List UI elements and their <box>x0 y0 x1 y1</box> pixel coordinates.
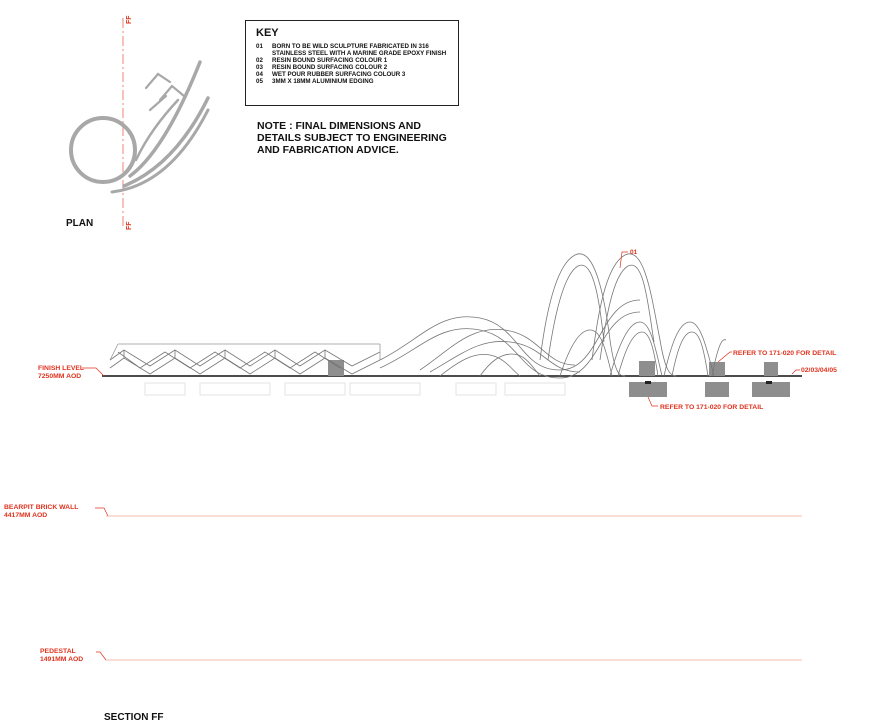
brick-wall-label: BEARPIT BRICK WALL <box>4 504 78 511</box>
key-item-number: 03 <box>256 64 263 71</box>
key-item-number: 02 <box>256 57 263 64</box>
footing-4 <box>764 362 778 376</box>
key-title: KEY <box>256 27 279 39</box>
callout-detail-upper: REFER TO 171-020 FOR DETAIL <box>733 350 836 357</box>
foundation-2 <box>705 382 729 397</box>
key-item: 01 BORN TO BE WILD SCULPTURE FABRICATED … <box>256 43 456 57</box>
key-item-text: RESIN BOUND SURFACING COLOUR 1 <box>272 57 388 64</box>
footing-1 <box>328 360 344 376</box>
key-item: 04 WET POUR RUBBER SURFACING COLOUR 3 <box>256 71 456 78</box>
key-item-number: 05 <box>256 78 263 85</box>
plan-label: PLAN <box>66 218 93 229</box>
key-item: 03 RESIN BOUND SURFACING COLOUR 2 <box>256 64 456 71</box>
key-item: 02 RESIN BOUND SURFACING COLOUR 1 <box>256 57 456 64</box>
leader-lines <box>82 251 800 661</box>
leader-detail-upper <box>717 351 732 363</box>
callout-surfacing: 02/03/04/05 <box>801 367 837 374</box>
section-title: SECTION FF <box>104 712 163 723</box>
brick-wall-value: 4417MM AOD <box>4 512 47 519</box>
foundation-marks <box>645 381 772 384</box>
leader-surfacing <box>791 369 800 375</box>
callout-sculpture: 01 <box>630 249 638 256</box>
key-item-text: BORN TO BE WILD SCULPTURE FABRICATED IN … <box>272 43 447 57</box>
key-item-text: WET POUR RUBBER SURFACING COLOUR 3 <box>272 71 406 78</box>
pedestal-value: 1491MM AOD <box>40 656 83 663</box>
section-marker-bottom: FF <box>126 221 133 230</box>
key-item-text: RESIN BOUND SURFACING COLOUR 2 <box>272 64 388 71</box>
key-item-number: 04 <box>256 71 263 78</box>
finish-level-value: 7250MM AOD <box>38 373 81 380</box>
pedestal-label: PEDESTAL <box>40 648 76 655</box>
key-item-number: 01 <box>256 43 263 50</box>
footing-3 <box>709 362 725 376</box>
sculpture-ribbons <box>109 253 727 379</box>
key-item: 05 3MM X 18MM ALUMINIUM EDGING <box>256 78 456 85</box>
plan-view: FF FF PLAN <box>66 15 210 230</box>
section-marker-top: FF <box>126 15 133 24</box>
key-item-text: 3MM X 18MM ALUMINIUM EDGING <box>272 78 374 85</box>
plan-sculpture-outline <box>69 60 210 194</box>
leader-finish-level <box>82 367 105 377</box>
engineering-note: NOTE : FINAL DIMENSIONS AND DETAILS SUBJ… <box>257 120 447 156</box>
leader-detail-lower <box>647 396 658 407</box>
leader-brick-wall <box>95 507 109 517</box>
foundation-1 <box>629 382 667 397</box>
key-list: 01 BORN TO BE WILD SCULPTURE FABRICATED … <box>256 43 456 85</box>
below-ground-ghost <box>144 382 566 396</box>
footing-2 <box>639 361 655 376</box>
finish-level-label: FINISH LEVEL <box>38 365 84 372</box>
footings <box>328 360 790 397</box>
callout-detail-lower: REFER TO 171-020 FOR DETAIL <box>660 404 763 411</box>
leader-01 <box>619 251 628 269</box>
foundation-3 <box>752 382 790 397</box>
leader-pedestal <box>96 651 107 661</box>
key-panel: KEY 01 BORN TO BE WILD SCULPTURE FABRICA… <box>245 20 459 106</box>
